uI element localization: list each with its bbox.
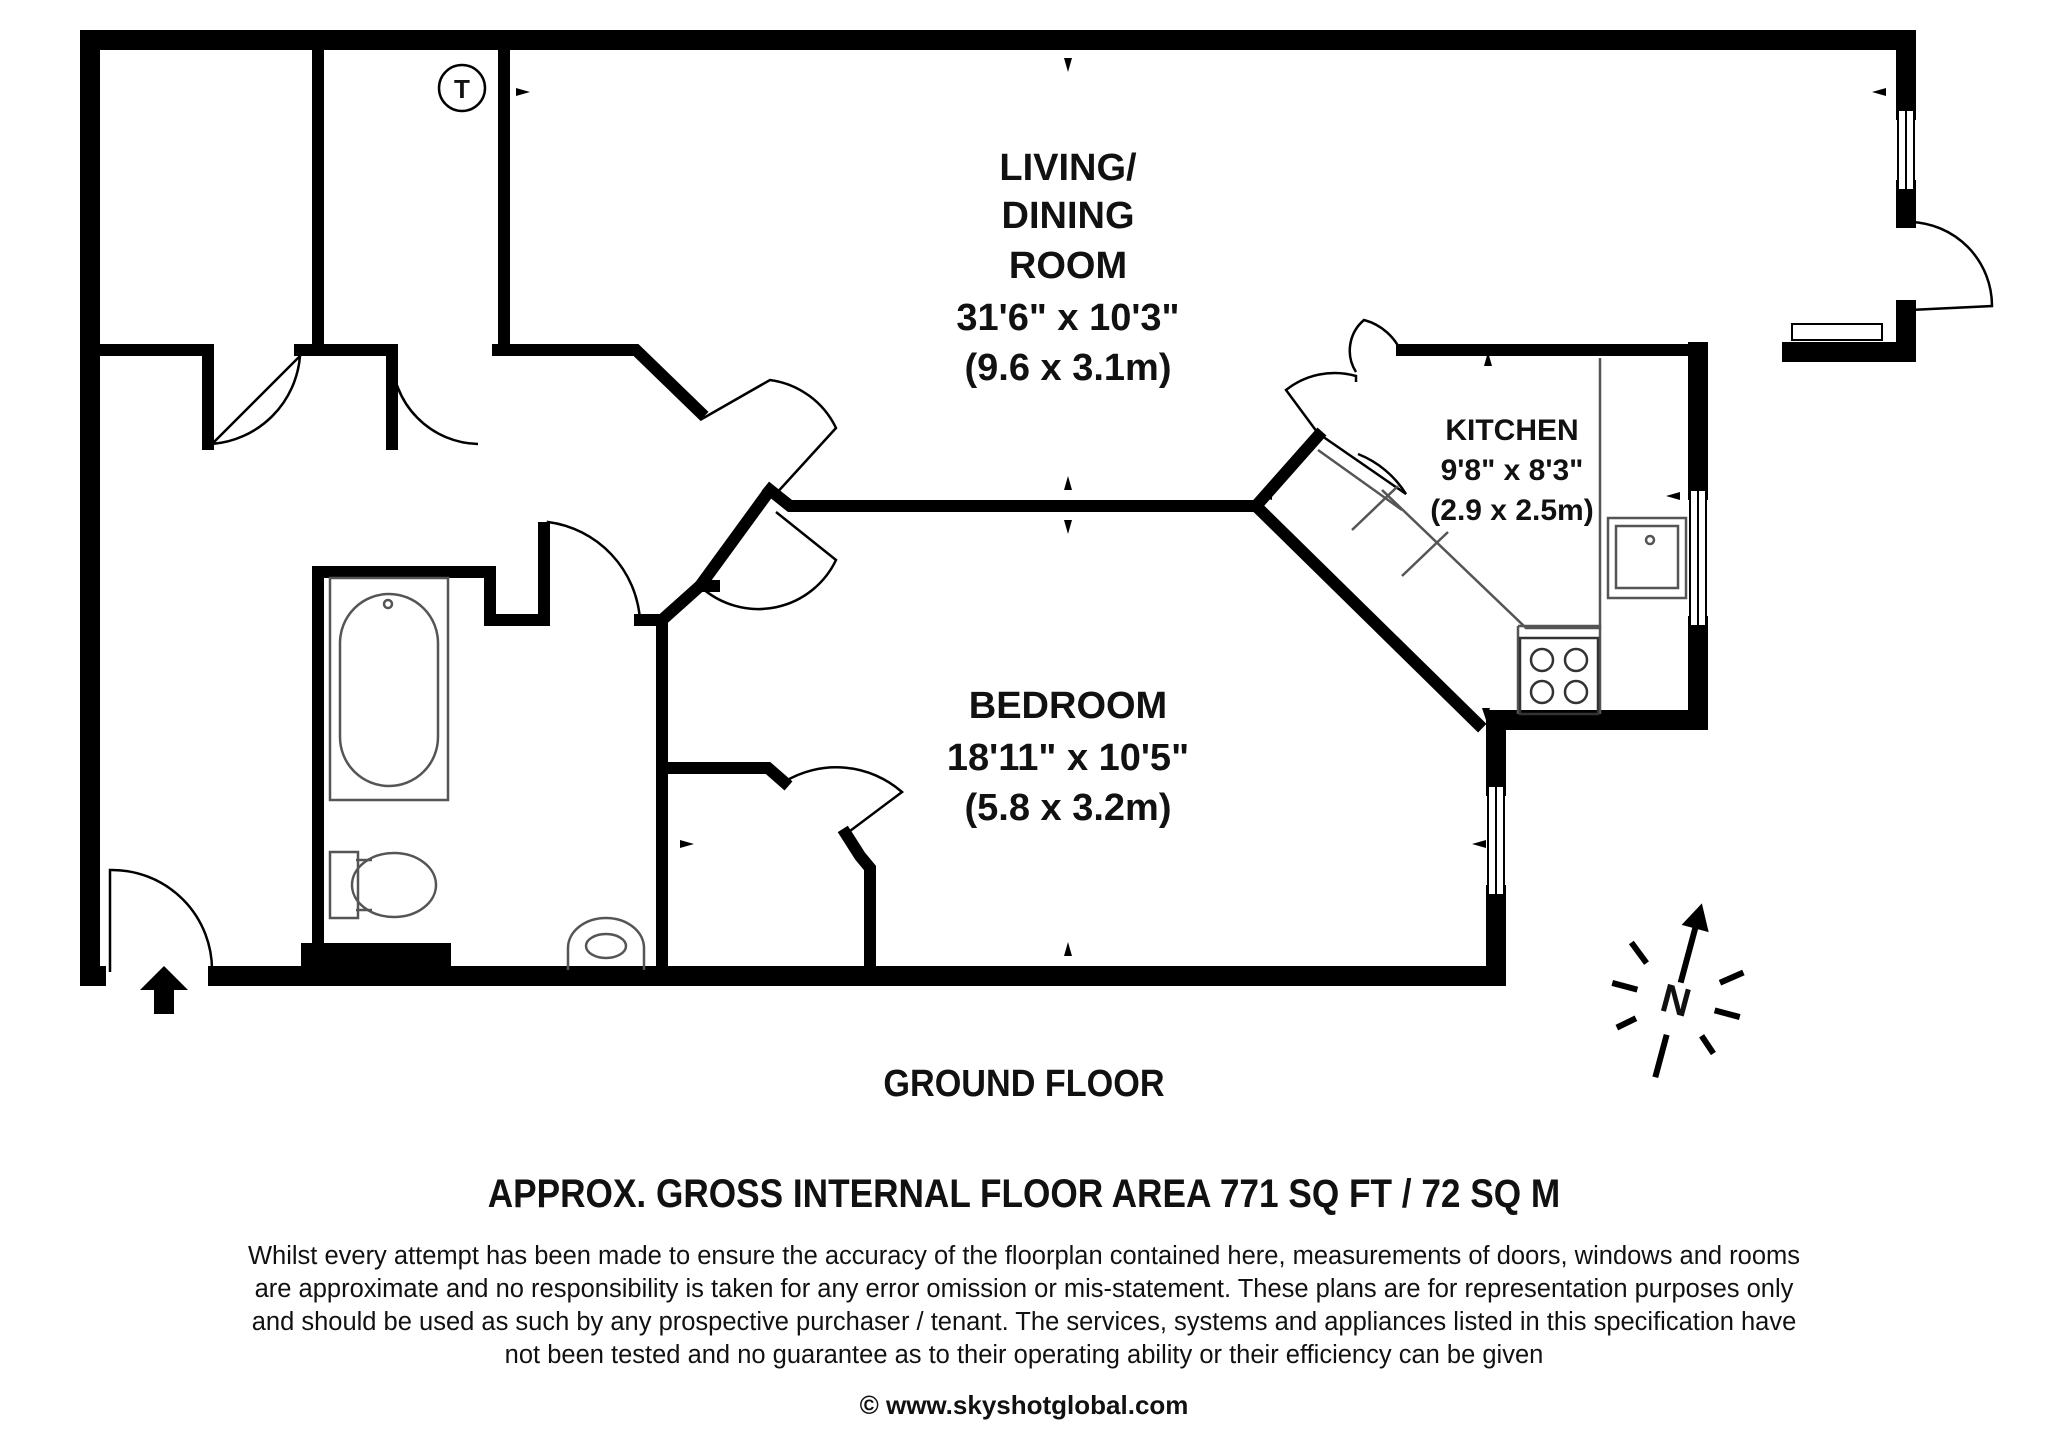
windows — [1487, 109, 1915, 896]
floor-name: GROUND FLOOR — [883, 1063, 1165, 1105]
kitchen-imperial: 9'8" x 8'3" — [1441, 454, 1584, 487]
kitchen-name: KITCHEN — [1445, 414, 1578, 447]
bathtub — [328, 576, 450, 802]
website-credit: © www.skyshotglobal.com — [859, 1390, 1189, 1420]
thermostat-icon: T — [437, 63, 487, 113]
fixtures — [328, 358, 1688, 970]
kitchen-counter — [1317, 358, 1602, 714]
sink — [1606, 516, 1688, 600]
thermostat-label: T — [454, 74, 470, 104]
living-room-imperial: 31'6" x 10'3" — [956, 297, 1179, 339]
bedroom-name: BEDROOM — [969, 685, 1167, 727]
compass-north-label: N — [1656, 976, 1695, 1026]
doors — [108, 220, 1994, 973]
living-room-name-line1: LIVING/ — [999, 147, 1137, 189]
living-room-name-line2: DINING — [1002, 195, 1135, 237]
disclaimer: Whilst every attempt has been made to en… — [247, 1242, 1801, 1369]
living-room-name-line3: ROOM — [1009, 245, 1127, 287]
kitchen-metric: (2.9 x 2.5m) — [1430, 494, 1593, 527]
hob — [1518, 636, 1600, 716]
walls — [80, 30, 1916, 986]
misc-walls — [695, 486, 775, 592]
bedroom-metric: (5.8 x 3.2m) — [965, 787, 1172, 829]
entrance-arrow-icon — [140, 966, 188, 1014]
toilet — [328, 850, 438, 920]
floor-area: APPROX. GROSS INTERNAL FLOOR AREA 771 SQ… — [487, 1172, 1561, 1216]
living-room-label: LIVING/ DINING ROOM 31'6" x 10'3" (9.6 x… — [956, 147, 1179, 389]
interior-walls — [94, 44, 1696, 978]
dimension-markers — [516, 58, 1886, 956]
bedroom-imperial: 18'11" x 10'5" — [947, 737, 1189, 779]
living-room-metric: (9.6 x 3.1m) — [965, 347, 1172, 389]
bedroom-label: BEDROOM 18'11" x 10'5" (5.8 x 3.2m) — [947, 685, 1189, 829]
kitchen-label: KITCHEN 9'8" x 8'3" (2.9 x 2.5m) — [1430, 414, 1593, 527]
basin — [566, 916, 646, 970]
